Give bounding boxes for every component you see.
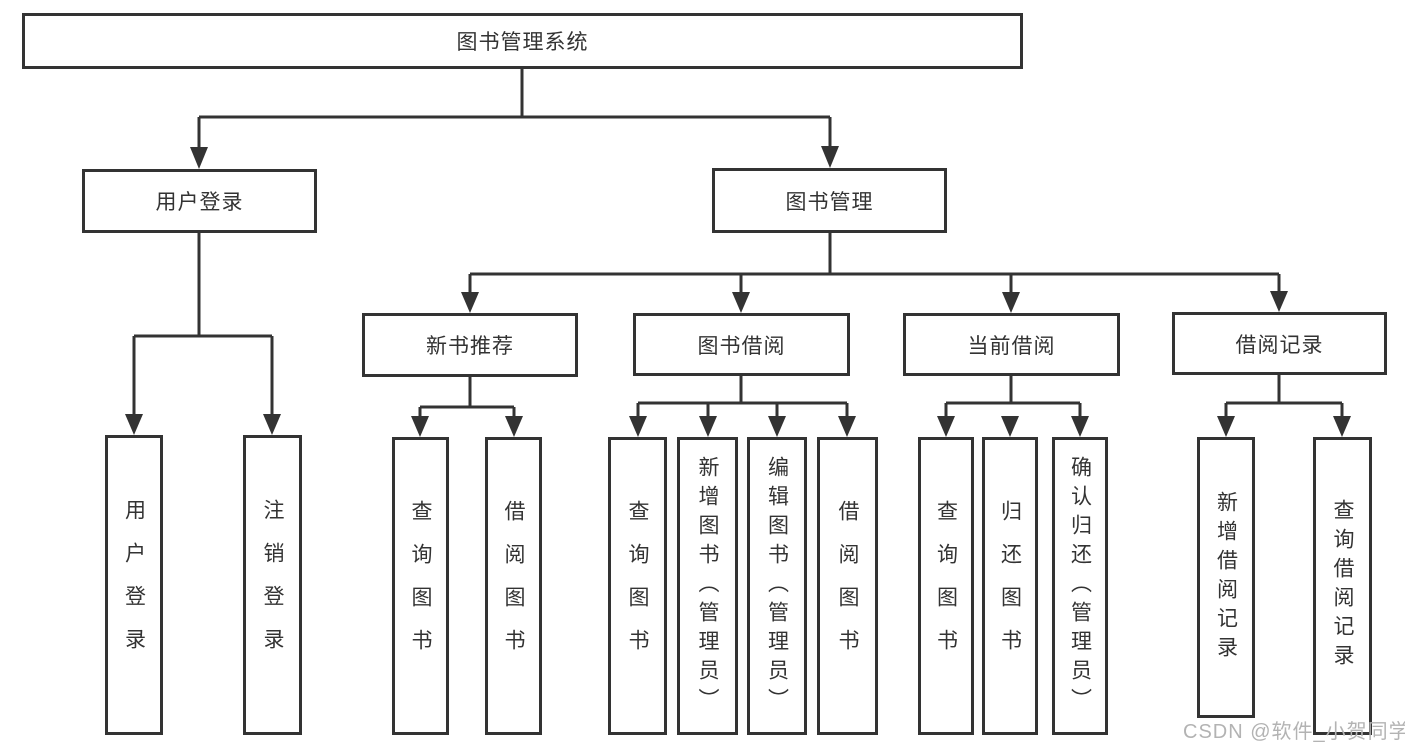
node-current-borrowing: 当前借阅 xyxy=(903,313,1120,376)
connector-root-to-level2 xyxy=(197,69,832,150)
connector-newbook-children xyxy=(418,377,516,418)
leaf-user-login: 用户登录 xyxy=(105,435,163,735)
leaf-logout-label: 注销登录 xyxy=(261,499,284,671)
leaf-edit-book-admin-label: 编辑图书（管理员） xyxy=(765,455,789,717)
leaf-query-books-2: 查询图书 xyxy=(608,437,667,735)
connector-borrowrecord-children xyxy=(1224,375,1344,418)
node-new-book-recommendation: 新书推荐 xyxy=(362,313,578,377)
arrowheads-borrowrecord-children xyxy=(1217,416,1351,437)
leaf-user-login-label: 用户登录 xyxy=(122,499,146,671)
leaf-query-books-1-label: 查询图书 xyxy=(409,500,432,672)
arrowheads-userlogin-children xyxy=(125,414,281,435)
arrowheads-level2 xyxy=(190,146,839,169)
node-book-management: 图书管理 xyxy=(712,168,947,233)
connector-bookmgmt-to-level3 xyxy=(468,233,1281,295)
leaf-logout: 注销登录 xyxy=(243,435,302,735)
leaf-add-book-admin-label: 新增图书（管理员） xyxy=(696,455,719,717)
arrowheads-bookborrow-children xyxy=(629,416,856,437)
leaf-query-books-1: 查询图书 xyxy=(392,437,449,735)
arrowheads-level3 xyxy=(461,291,1288,313)
leaf-borrow-books-1: 借阅图书 xyxy=(485,437,542,735)
root-node-library-management-system: 图书管理系统 xyxy=(22,13,1023,69)
leaf-return-books: 归还图书 xyxy=(982,437,1038,735)
node-book-borrowing: 图书借阅 xyxy=(633,313,850,376)
leaf-add-borrow-record: 新增借阅记录 xyxy=(1197,437,1255,718)
leaf-edit-book-admin: 编辑图书（管理员） xyxy=(747,437,807,735)
node-borrowing-records: 借阅记录 xyxy=(1172,312,1387,375)
leaf-query-books-2-label: 查询图书 xyxy=(626,500,649,672)
leaf-borrow-books-1-label: 借阅图书 xyxy=(502,500,525,672)
leaf-return-books-label: 归还图书 xyxy=(998,500,1022,672)
csdn-watermark: CSDN @软件_小贺同学 xyxy=(1183,721,1405,743)
leaf-borrow-books-2-label: 借阅图书 xyxy=(836,500,859,672)
arrowheads-currentborrow-children xyxy=(937,416,1089,437)
leaf-add-borrow-record-label: 新增借阅记录 xyxy=(1214,490,1238,665)
leaf-query-books-3: 查询图书 xyxy=(918,437,974,735)
leaf-query-borrow-record-label: 查询借阅记录 xyxy=(1331,499,1354,673)
connector-bookborrow-children xyxy=(636,376,849,418)
leaf-query-borrow-record: 查询借阅记录 xyxy=(1313,437,1372,735)
arrowheads-newbook-children xyxy=(411,416,523,437)
leaf-confirm-return-admin-label: 确认归还（管理员） xyxy=(1068,455,1092,717)
leaf-add-book-admin: 新增图书（管理员） xyxy=(677,437,738,735)
connector-currentborrow-children xyxy=(944,376,1082,418)
leaf-confirm-return-admin: 确认归还（管理员） xyxy=(1052,437,1108,735)
connector-userlogin-children xyxy=(132,232,274,416)
node-user-login: 用户登录 xyxy=(82,169,317,233)
leaf-query-books-3-label: 查询图书 xyxy=(934,500,958,672)
leaf-borrow-books-2: 借阅图书 xyxy=(817,437,878,735)
